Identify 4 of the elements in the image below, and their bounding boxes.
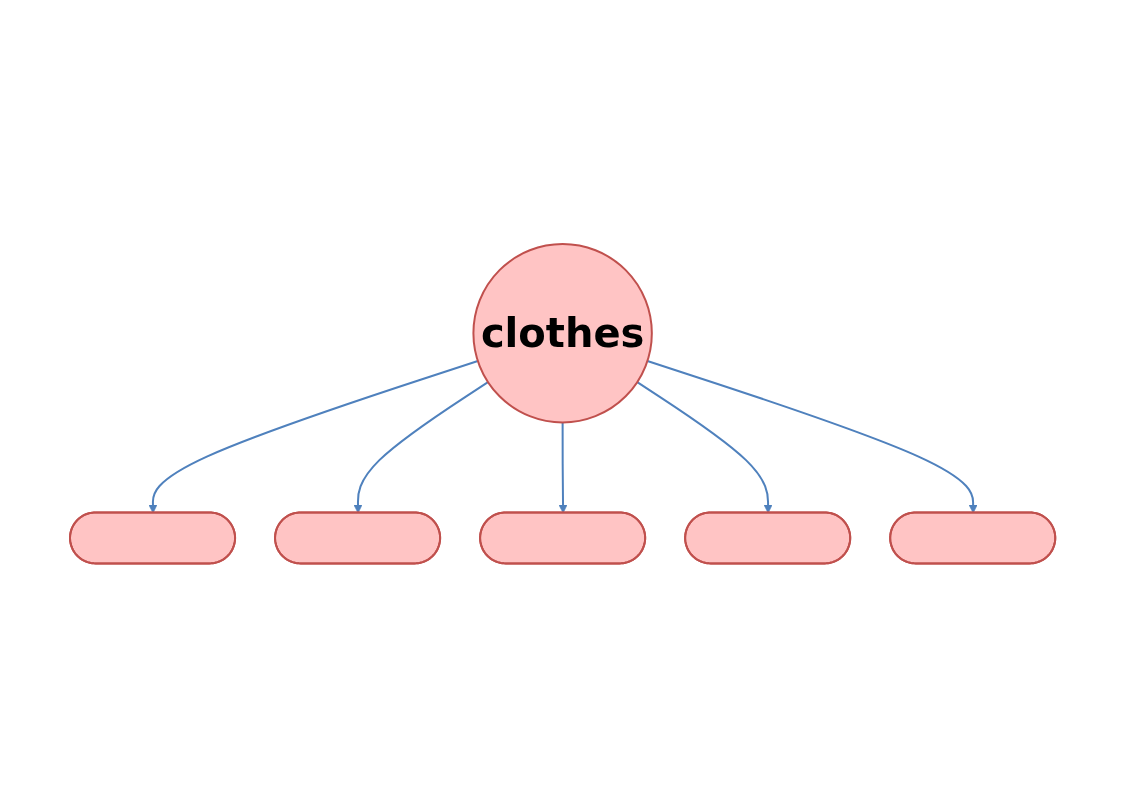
arrow xyxy=(353,381,490,514)
arrow xyxy=(559,421,568,514)
node-circle: clothes xyxy=(472,243,654,424)
arrow xyxy=(636,381,773,514)
